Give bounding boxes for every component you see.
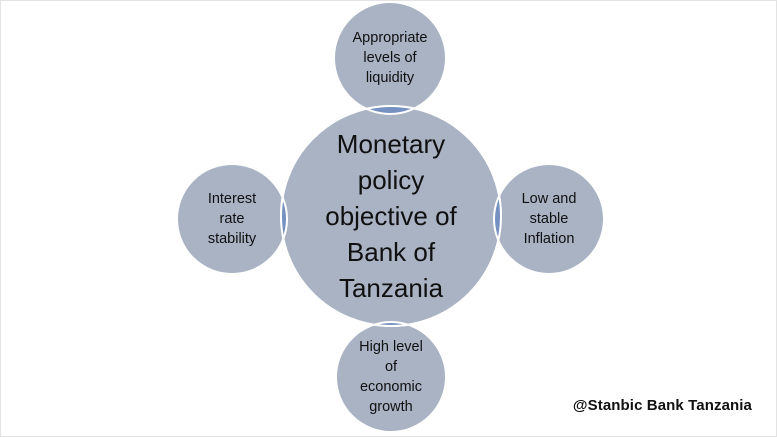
circle-center-objective[interactable] <box>280 105 502 327</box>
overlap-right <box>493 163 501 275</box>
circle-top-liquidity[interactable] <box>333 1 447 115</box>
circle-left-interest-rate[interactable] <box>176 163 288 275</box>
overlap-left <box>281 163 288 275</box>
overlap-bottom <box>335 321 447 326</box>
circle-center-outline <box>280 105 502 327</box>
attribution-text: @Stanbic Bank Tanzania <box>572 397 752 414</box>
overlap-top <box>333 106 447 115</box>
overlap-regions <box>280 105 502 327</box>
circle-bottom-growth[interactable] <box>335 321 447 433</box>
circle-right-inflation[interactable] <box>493 163 605 275</box>
